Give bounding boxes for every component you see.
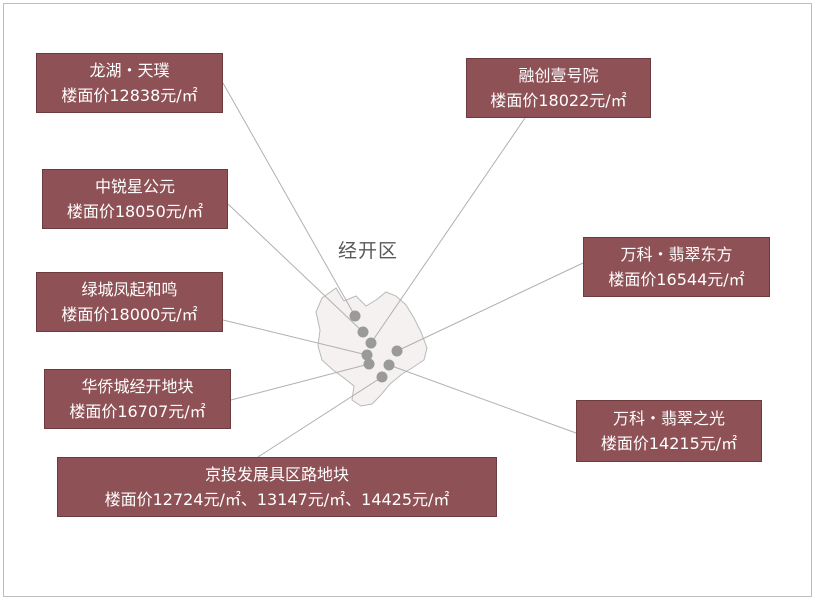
leader-rongchuang: [370, 117, 526, 344]
marker-vanke-east[interactable]: [391, 345, 403, 357]
project-name: 融创壹号院: [518, 66, 599, 85]
leader-huaqiao: [230, 363, 370, 401]
marker-vanke-light[interactable]: [383, 359, 395, 371]
project-price: 楼面价12838元/㎡: [61, 86, 198, 105]
project-price: 楼面价16707元/㎡: [69, 402, 206, 421]
project-name: 龙湖・天璞: [89, 61, 170, 80]
project-price: 楼面价18022元/㎡: [490, 91, 627, 110]
marker-jingtou[interactable]: [376, 371, 388, 383]
callout-vanke-east[interactable]: 万科・翡翠东方 楼面价16544元/㎡: [583, 237, 770, 297]
callout-jingtou[interactable]: 京投发展具区路地块 楼面价12724元/㎡、13147元/㎡、14425元/㎡: [57, 457, 497, 517]
project-name: 万科・翡翠东方: [620, 245, 733, 264]
leader-vanke-east: [396, 262, 584, 352]
leader-vanke-light: [388, 364, 577, 434]
callout-rongchuang[interactable]: 融创壹号院 楼面价18022元/㎡: [466, 58, 651, 118]
callout-lvcheng[interactable]: 绿城凤起和鸣 楼面价18000元/㎡: [36, 272, 223, 332]
callout-vanke-light[interactable]: 万科・翡翠之光 楼面价14215元/㎡: [576, 400, 762, 462]
callout-longhu[interactable]: 龙湖・天璞 楼面价12838元/㎡: [36, 53, 223, 113]
callout-huaqiao[interactable]: 华侨城经开地块 楼面价16707元/㎡: [44, 369, 231, 429]
project-name: 京投发展具区路地块: [204, 465, 349, 484]
marker-lvcheng[interactable]: [361, 349, 373, 361]
project-price: 楼面价16544元/㎡: [608, 270, 745, 289]
project-markers: [349, 310, 403, 383]
leader-lines: [222, 82, 584, 458]
marker-rongchuang[interactable]: [365, 337, 377, 349]
project-price: 楼面价14215元/㎡: [600, 434, 738, 453]
leader-lvcheng: [222, 319, 368, 356]
project-name: 中锐星公元: [94, 177, 175, 196]
marker-huaqiao[interactable]: [363, 358, 375, 370]
project-name: 华侨城经开地块: [81, 377, 194, 396]
project-price: 楼面价12724元/㎡、13147元/㎡、14425元/㎡: [104, 490, 450, 509]
project-price: 楼面价18050元/㎡: [66, 202, 204, 221]
callout-zhongrui[interactable]: 中锐星公元 楼面价18050元/㎡: [42, 169, 228, 229]
project-price: 楼面价18000元/㎡: [61, 305, 198, 324]
marker-zhongrui[interactable]: [357, 326, 369, 338]
project-name: 绿城凤起和鸣: [81, 280, 178, 299]
district-label: 经开区: [338, 240, 399, 262]
leader-zhongrui: [227, 203, 364, 333]
leader-longhu: [222, 82, 356, 317]
leader-jingtou: [257, 376, 383, 458]
project-name: 万科・翡翠之光: [612, 409, 725, 428]
marker-longhu[interactable]: [349, 310, 361, 322]
